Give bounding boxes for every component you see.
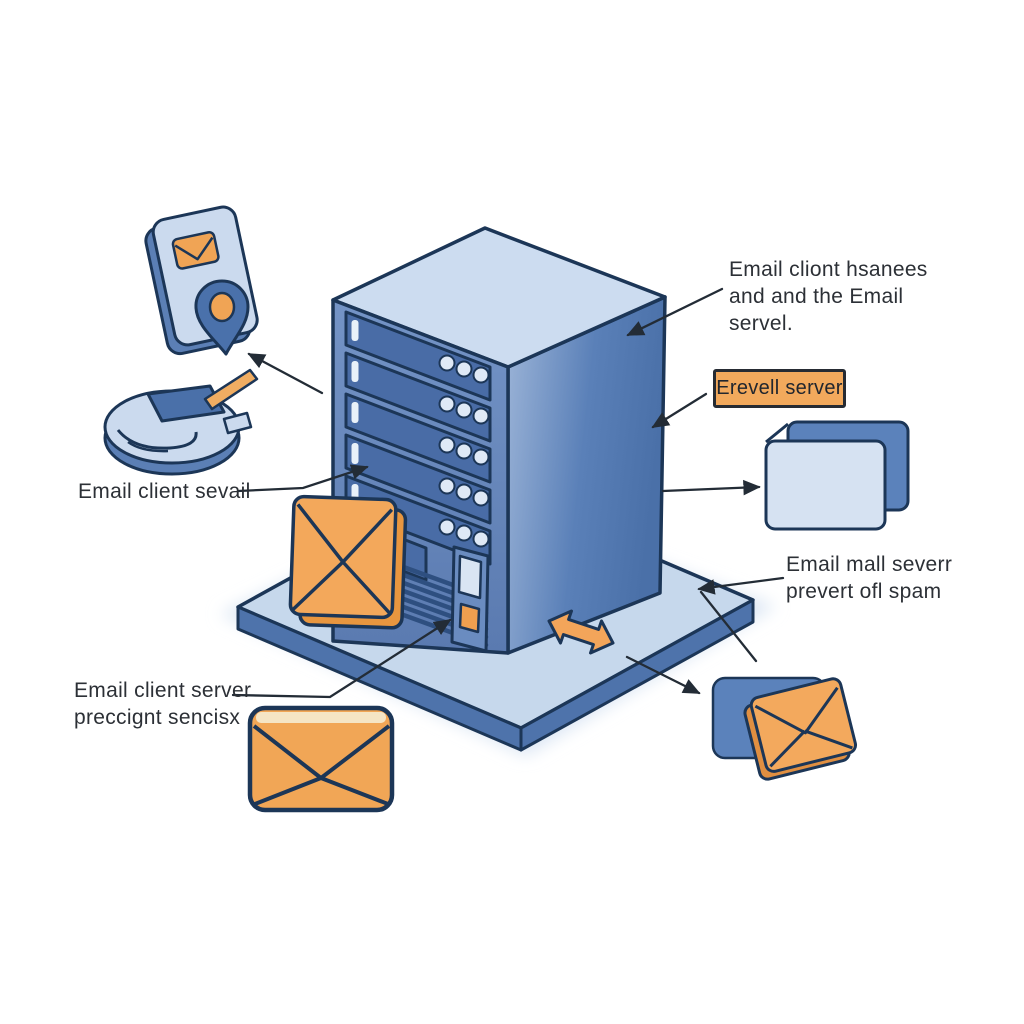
server-name-label: Erevell server — [716, 377, 843, 399]
arrow-client-instances — [626, 287, 724, 337]
annotation-line: Email mall severr — [786, 553, 953, 576]
double-arrow-icon — [547, 609, 615, 655]
annotation-client-left: Email client sevail — [78, 478, 251, 505]
mail-card-icon — [711, 676, 858, 781]
arrow-client-left — [236, 464, 369, 493]
arrow-to-mail-card — [625, 655, 701, 695]
annotation-arrows — [231, 287, 785, 699]
annotation-line: Email client sevail — [78, 480, 251, 503]
envelope-front-icon — [247, 705, 395, 813]
location-pin-icon — [194, 279, 250, 356]
annotation-client-instances: Email cliont hsanees and and the Email s… — [729, 256, 928, 337]
mail-card-envelope-icon — [743, 677, 858, 781]
power-slot — [458, 602, 481, 634]
drive-bay-panel — [450, 545, 490, 653]
platform-side-right — [519, 598, 755, 752]
contact-card-icon — [144, 205, 259, 356]
arrow-client-bottom — [231, 618, 452, 699]
stamp-pad — [146, 384, 226, 423]
open-folder-icon — [764, 420, 910, 531]
annotation-client-bottom: Email client server preccignt sencisx — [74, 677, 251, 731]
card-envelope-icon — [171, 231, 220, 270]
annotation-mail-server-spam: Email mall severr prevert ofl spam — [786, 551, 952, 605]
bay-window — [457, 554, 483, 600]
annotation-line: Email cliont hsanees — [729, 258, 928, 281]
line-spam-to-mailcard — [699, 590, 758, 663]
stamp-disc-icon — [103, 368, 259, 476]
annotation-line: prevert ofl spam — [786, 580, 942, 603]
disc-notch — [222, 411, 253, 435]
envelope-3d-icon — [288, 494, 408, 630]
arrow-spam-label — [697, 576, 785, 595]
rack-slot — [344, 310, 492, 402]
rack-slot — [344, 351, 492, 443]
arrow-server-button — [651, 392, 708, 429]
annotation-line: and and the Email — [729, 285, 904, 308]
annotation-line: Email client server — [74, 679, 252, 702]
annotation-line: preccignt sencisx — [74, 706, 241, 729]
server-name-badge: Erevell server — [713, 369, 846, 408]
stamp-handle — [203, 368, 259, 411]
arrow-to-contact-card — [247, 352, 324, 395]
annotation-line: servel. — [729, 312, 793, 335]
rack-slot — [344, 433, 492, 525]
arrow-to-folder — [661, 479, 761, 496]
rack-slot — [344, 392, 492, 484]
